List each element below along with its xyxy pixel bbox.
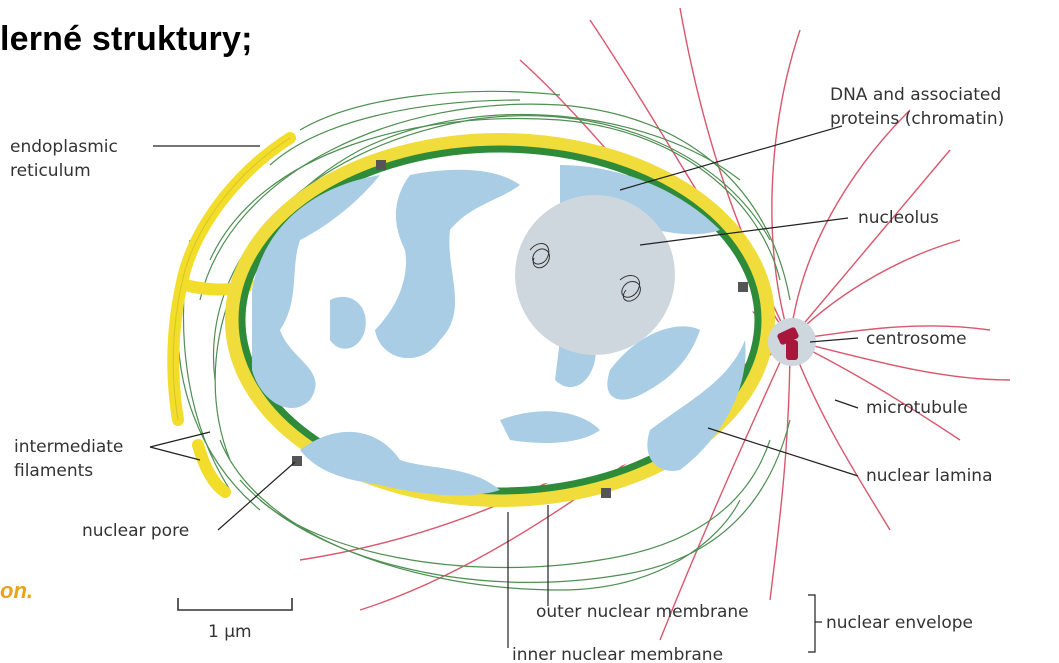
label-nuclear-pore: nuclear pore bbox=[82, 521, 189, 541]
label-scale-bar: 1 µm bbox=[208, 622, 252, 642]
label-dna-line1: DNA and associated bbox=[830, 85, 1001, 105]
label-inner-nuclear-membrane: inner nuclear membrane bbox=[512, 645, 723, 663]
label-endoplasmic-reticulum-line2: reticulum bbox=[10, 161, 91, 181]
label-nucleolus: nucleolus bbox=[858, 208, 939, 228]
label-microtubule: microtubule bbox=[866, 398, 968, 418]
label-intermediate-filaments-line1: intermediate bbox=[14, 437, 123, 457]
scale-bar bbox=[178, 598, 292, 610]
label-endoplasmic-reticulum-line1: endoplasmic bbox=[10, 137, 118, 157]
label-outer-nuclear-membrane: outer nuclear membrane bbox=[536, 602, 749, 622]
label-intermediate-filaments-line2: filaments bbox=[14, 461, 93, 481]
label-nuclear-envelope: nuclear envelope bbox=[826, 613, 973, 633]
nucleolus bbox=[515, 195, 675, 355]
label-dna-line2: proteins (chromatin) bbox=[830, 109, 1004, 129]
label-centrosome: centrosome bbox=[866, 329, 967, 349]
label-nuclear-lamina: nuclear lamina bbox=[866, 466, 993, 486]
